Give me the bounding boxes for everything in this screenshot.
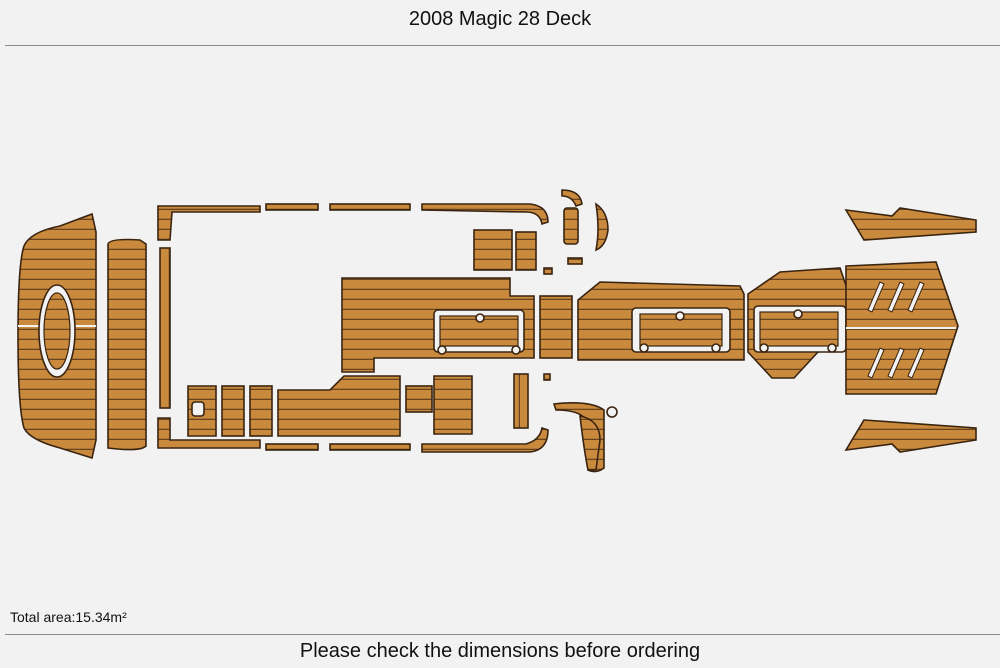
bottom-divider <box>5 634 1000 635</box>
top-divider <box>5 45 1000 46</box>
side-step-top <box>844 207 977 241</box>
total-area-label: Total area:15.34m² <box>10 609 127 625</box>
gunwale-corner-top <box>157 205 261 241</box>
gunwale-corner-bottom <box>157 417 261 449</box>
seat-pad-1 <box>473 229 513 271</box>
aft-sole <box>277 375 401 437</box>
page-title: 2008 Magic 28 Deck <box>408 8 592 30</box>
footer-note: Please check the dimensions before order… <box>299 640 701 662</box>
gunwale-strip-left <box>159 247 171 409</box>
bow-side-pad <box>107 238 147 451</box>
side-step-bottom <box>844 419 977 453</box>
helm-curve-1 <box>561 189 583 207</box>
